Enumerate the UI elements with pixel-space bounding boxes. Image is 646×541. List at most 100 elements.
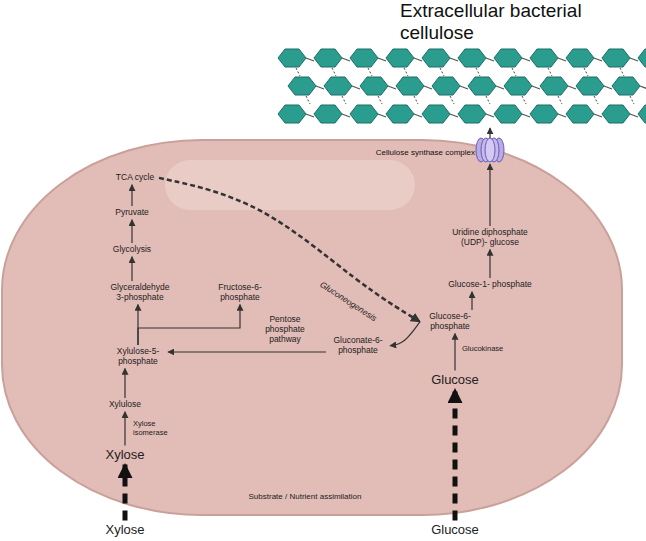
reaction-arrow <box>471 292 472 310</box>
hydrogen-bond <box>368 68 372 76</box>
glycosidic-bond <box>568 86 576 89</box>
node-text: Pyruvate <box>113 208 151 218</box>
node-text: Uridine diphosphate (UDP)- glucose <box>446 228 534 248</box>
reaction-arrow <box>124 369 125 398</box>
glycosidic-bond <box>414 114 422 117</box>
glycosidic-bond <box>522 114 530 117</box>
bacterial-cell <box>2 140 622 515</box>
node-text: Gluconate-6- phosphate <box>329 336 387 356</box>
node-text: Xylulose-5- phosphate <box>111 347 165 367</box>
glycosidic-bond <box>378 114 386 117</box>
hydrogen-bond <box>620 68 624 76</box>
reaction-arrow <box>489 128 490 138</box>
glycosidic-bond <box>316 86 324 89</box>
substrate: Glucose <box>427 371 483 390</box>
hydrogen-bond <box>378 96 382 104</box>
glucose-ring <box>432 77 460 95</box>
node-text: Cellulose synthase complex <box>350 148 475 157</box>
node-text: Glucose-6- phosphate <box>423 312 477 332</box>
glucose-ring <box>314 49 342 67</box>
glycosidic-bond <box>594 114 602 117</box>
node-text: Glycolysis <box>110 245 154 255</box>
glucose-ring <box>458 49 486 67</box>
metabolite: Pyruvate <box>110 206 154 220</box>
reaction-arrow <box>138 305 240 345</box>
reaction-arrow <box>131 185 132 206</box>
glycosidic-bond <box>630 114 638 117</box>
metabolite: Xylulose <box>102 398 148 412</box>
hydrogen-bond <box>404 68 408 76</box>
glycosidic-bond <box>424 86 432 89</box>
hydrogen-bond <box>630 96 634 104</box>
node-text: Xylose <box>104 448 146 463</box>
glucose-ring <box>576 77 604 95</box>
external-substrate: Glucose <box>426 521 484 540</box>
enzyme-complex: Cellulose synthase complex <box>350 138 505 164</box>
glucose-ring <box>458 105 486 123</box>
glucose-ring <box>386 105 414 123</box>
glycosidic-bond <box>450 58 458 61</box>
hydrogen-bond <box>522 96 526 104</box>
glycosidic-bond <box>486 114 494 117</box>
metabolite: Glyceraldehyde 3-phosphate <box>105 281 175 305</box>
glycosidic-bond <box>558 58 566 61</box>
hydrogen-bond <box>306 96 310 104</box>
glycosidic-bond <box>378 58 386 61</box>
glucose-ring <box>360 77 388 95</box>
pathway-step: TCA cycle <box>111 171 159 185</box>
product-heading: Extracellular bacterial cellulose <box>280 0 646 128</box>
glycosidic-bond <box>352 86 360 89</box>
edge-label: Gluconeogenesis <box>316 279 380 325</box>
edge-label: Pentose phosphate pathway <box>260 315 310 344</box>
glycosidic-bond <box>532 86 540 89</box>
reaction-arrow <box>454 334 455 371</box>
glucose-ring <box>504 77 532 95</box>
glucose-ring <box>566 49 594 67</box>
metabolite: Fructose-6- phosphate <box>212 281 268 305</box>
glycosidic-bond <box>342 58 350 61</box>
uptake-arrow <box>123 464 128 520</box>
node-text: Glyceraldehyde 3-phosphate <box>108 283 172 303</box>
reaction-arrow <box>489 164 490 226</box>
hydrogen-bond <box>440 68 444 76</box>
node-text: Glucose-1- phosphate <box>445 280 535 290</box>
node-text: Fructose-6- phosphate <box>215 283 265 303</box>
glycosidic-bond <box>388 86 396 89</box>
glycosidic-bond <box>640 86 646 89</box>
glucose-ring <box>540 77 568 95</box>
synthase-subunit <box>485 138 495 162</box>
hydrogen-bond <box>332 68 336 76</box>
node-text: TCA cycle <box>114 173 156 183</box>
hydrogen-bond <box>548 68 552 76</box>
glycosidic-bond <box>496 86 504 89</box>
gluconeogenesis-arrow <box>159 178 420 322</box>
glucose-ring <box>350 49 378 67</box>
reaction-arrow <box>124 412 125 446</box>
glucose-ring <box>278 49 306 67</box>
note-label: Substrate / Nutrient assimilation <box>205 492 405 501</box>
glycosidic-bond <box>486 58 494 61</box>
glucose-ring <box>468 77 496 95</box>
glucose-ring <box>288 77 316 95</box>
glucose-ring <box>638 49 646 67</box>
glucose-ring <box>612 77 640 95</box>
uptake-arrow <box>453 389 458 520</box>
metabolite: Glucose-6- phosphate <box>420 310 480 334</box>
glycosidic-bond <box>604 86 612 89</box>
reaction-arrow <box>489 250 490 278</box>
hydrogen-bond <box>414 96 418 104</box>
glycosidic-bond <box>558 114 566 117</box>
glucose-ring <box>494 49 522 67</box>
glucose-ring <box>602 105 630 123</box>
reaction-arrow <box>131 257 132 281</box>
hydrogen-bond <box>342 96 346 104</box>
node-text: Glucose <box>430 373 480 388</box>
hydrogen-bond <box>512 68 516 76</box>
node-text: Xylulose <box>105 400 145 410</box>
glucose-ring <box>530 49 558 67</box>
glycosidic-bond <box>306 114 314 117</box>
glycosidic-bond <box>594 58 602 61</box>
